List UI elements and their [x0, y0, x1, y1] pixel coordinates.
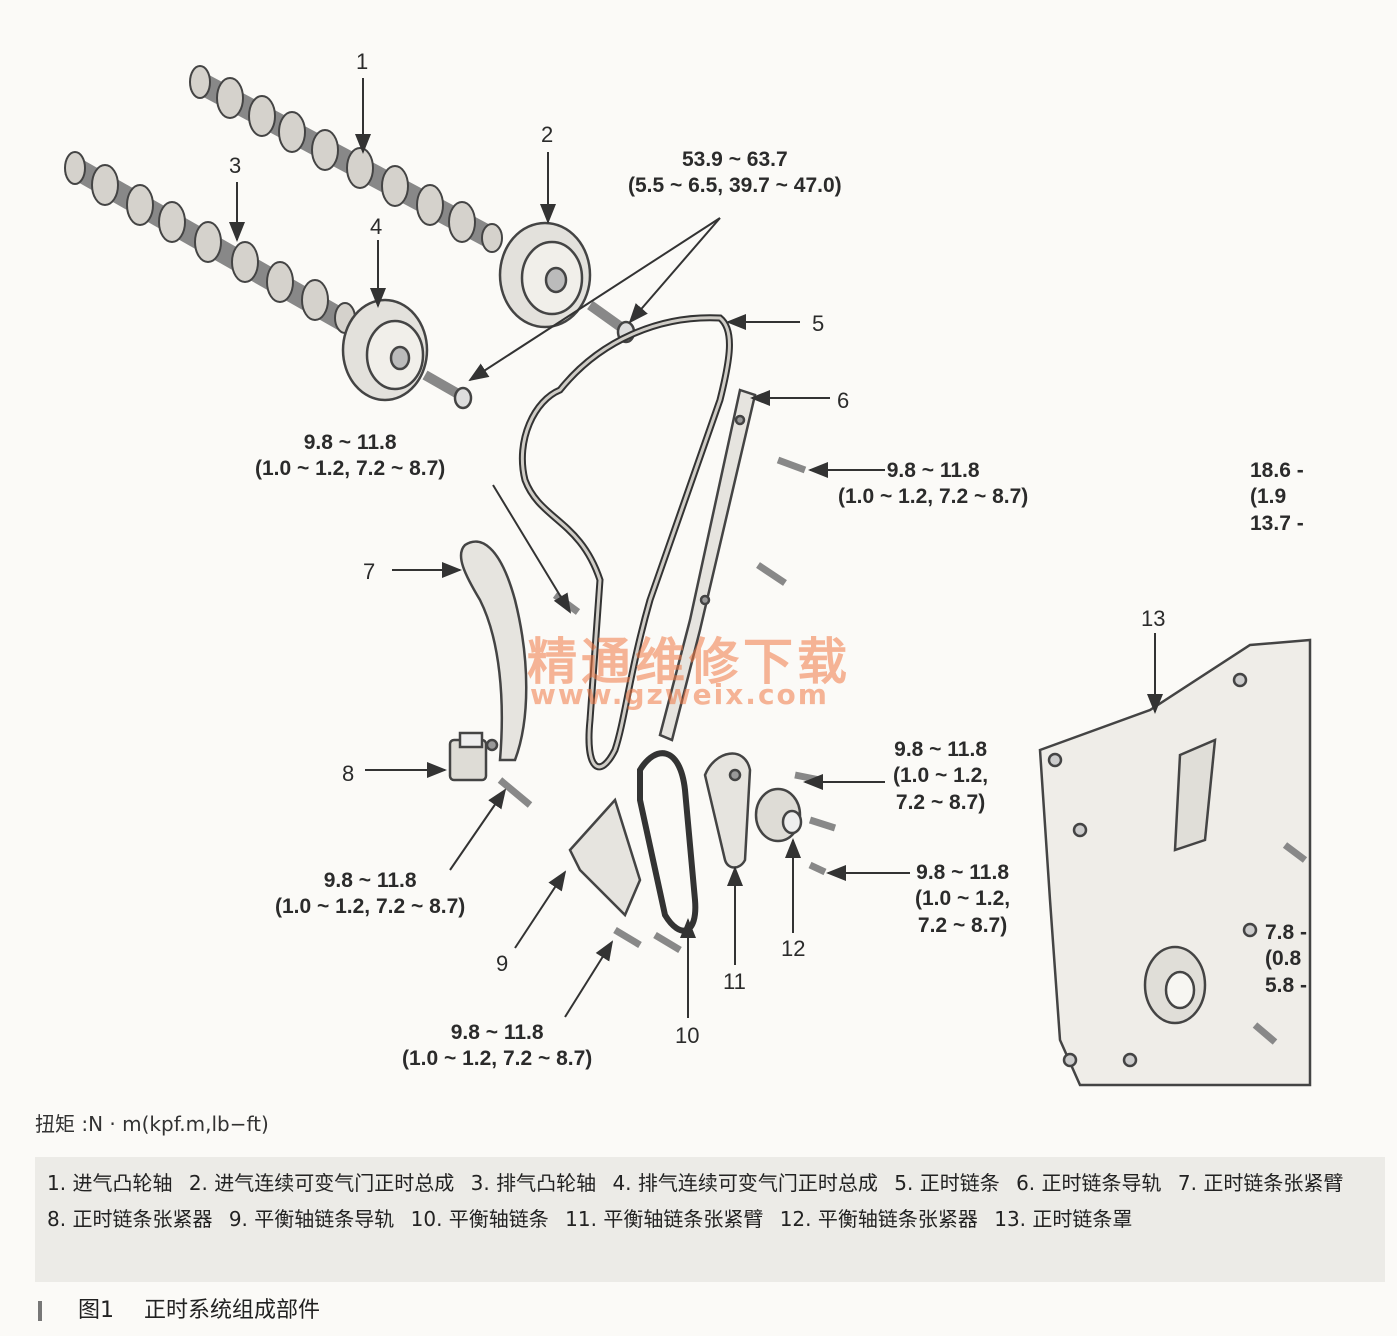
callout-12: 12: [781, 936, 806, 961]
intake-camshaft: [189, 65, 503, 253]
torque-value: 53.9 ~ 63.7: [681, 148, 788, 171]
torque-value-alt: (0.8: [1265, 947, 1302, 971]
torque-value-alt: (1.9: [1250, 485, 1287, 509]
callout-8: 8: [342, 761, 355, 786]
torque-value-alt: (1.0 ~ 1.2,: [893, 764, 989, 788]
exhaust-cvvt-assembly: [341, 298, 473, 410]
timing-chain-tensioner: [448, 731, 533, 808]
torque-value-alt2: 7.2 ~ 8.7): [917, 913, 1008, 937]
callout-4: 4: [370, 214, 383, 239]
legend-item: 12. 平衡轴链条张紧器: [779, 1207, 978, 1231]
torque-cover-top: 18.6 - (1.9 13.7 -: [1250, 458, 1304, 537]
torque-value: 9.8 ~ 11.8: [886, 459, 980, 482]
callout-9: 9: [496, 951, 509, 976]
legend-item: 10. 平衡轴链条: [410, 1207, 549, 1231]
torque-value-alt: (1.0 ~ 1.2,: [915, 887, 1011, 911]
callout-10: 10: [675, 1023, 700, 1048]
torque-value: 9.8 ~ 11.8: [916, 861, 1009, 884]
callout-3: 3: [229, 153, 242, 178]
torque-value-alt2: 7.2 ~ 8.7): [895, 790, 986, 814]
torque-value: 7.8 -: [1265, 921, 1308, 944]
intake-cvvt-assembly: [498, 221, 636, 344]
torque-cam-bolt: 53.9 ~ 63.7 (5.5 ~ 6.5, 39.7 ~ 47.0): [628, 147, 842, 200]
callout-11: 11: [723, 969, 746, 994]
timing-chain: [518, 314, 733, 771]
watermark-title: 精通维修下载: [527, 633, 851, 691]
legend-item: 1. 进气凸轮轴: [47, 1171, 173, 1195]
torque-cover-side: 7.8 - (0.8 5.8 -: [1265, 920, 1307, 999]
caption-marker: [38, 1301, 42, 1321]
legend-item: 4. 排气连续可变气门正时总成: [612, 1171, 878, 1195]
torque-value-alt: (1.0 ~ 1.2, 7.2 ~ 8.7): [255, 457, 446, 481]
legend-item: 9. 平衡轴链条导轨: [228, 1207, 395, 1231]
legend-item: 3. 排气凸轮轴: [470, 1171, 597, 1195]
balance-shaft-chain-tensioner-arm: [703, 752, 752, 869]
torque-tensioner-12: 9.8 ~ 11.8 (1.0 ~ 1.2, 7.2 ~ 8.7): [915, 860, 1010, 939]
callout-6: 6: [837, 388, 850, 413]
torque-value: 9.8 ~ 11.8: [303, 431, 397, 454]
watermark-url: www.gzweix.com: [530, 678, 829, 711]
balance-shaft-chain-tensioner: [754, 771, 837, 876]
parts-legend: 1. 进气凸轮轴 2. 进气连续可变气门正时总成 3. 排气凸轮轴 4. 排气连…: [35, 1157, 1385, 1282]
callout-13: 13: [1141, 606, 1166, 631]
legend-item: 5. 正时链条: [894, 1171, 1000, 1195]
torque-value: 9.8 ~ 11.8: [450, 1021, 544, 1044]
callout-7: 7: [363, 559, 376, 584]
legend-item: 13. 正时链条罩: [994, 1207, 1133, 1231]
legend-item: 2. 进气连续可变气门正时总成: [188, 1171, 455, 1195]
timing-chain-cover: [1038, 638, 1312, 1087]
exploded-view-drawing: [64, 65, 1312, 1087]
torque-value-alt: (1.0 ~ 1.2, 7.2 ~ 8.7): [402, 1047, 593, 1071]
legend-item: 6. 正时链条导轨: [1016, 1171, 1162, 1195]
callout-arrows: [229, 78, 1163, 1018]
torque-value: 9.8 ~ 11.8: [323, 869, 417, 892]
exhaust-camshaft: [64, 151, 366, 340]
figure-caption: 图1 正时系统组成部件: [38, 1292, 320, 1324]
torque-guide-bolt-right: 9.8 ~ 11.8 (1.0 ~ 1.2, 7.2 ~ 8.7): [838, 458, 1028, 511]
torque-unit-note: 扭矩 :N · m(kpf.m,lb−ft): [35, 1112, 269, 1136]
legend-item: 11. 平衡轴链条张紧臂: [565, 1207, 764, 1231]
torque-value-alt: (5.5 ~ 6.5, 39.7 ~ 47.0): [628, 174, 842, 198]
torque-arm-11: 9.8 ~ 11.8 (1.0 ~ 1.2, 7.2 ~ 8.7): [893, 737, 988, 816]
torque-value-alt2: 5.8 -: [1265, 973, 1308, 997]
balance-shaft-chain-guide: [568, 797, 682, 954]
callout-5: 5: [812, 311, 825, 336]
torque-value: 9.8 ~ 11.8: [894, 738, 987, 761]
torque-value-alt: (1.0 ~ 1.2, 7.2 ~ 8.7): [275, 895, 466, 919]
figure-number: 图1: [78, 1298, 114, 1323]
torque-guide-bolt-left: 9.8 ~ 11.8 (1.0 ~ 1.2, 7.2 ~ 8.7): [255, 430, 445, 483]
figure-title: 正时系统组成部件: [144, 1298, 321, 1323]
timing-system-diagram: 1 2 3 4 5 6 7 8 9 10 11 12 13 53.9 ~ 63.…: [64, 49, 1312, 1087]
torque-value-alt2: 13.7 -: [1250, 511, 1304, 535]
legend-item: 8. 正时链条张紧器: [47, 1207, 213, 1231]
torque-balance-guide-9: 9.8 ~ 11.8 (1.0 ~ 1.2, 7.2 ~ 8.7): [402, 1020, 592, 1073]
balance-shaft-chain: [637, 750, 699, 934]
torque-tensioner-8: 9.8 ~ 11.8 (1.0 ~ 1.2, 7.2 ~ 8.7): [275, 868, 465, 921]
torque-value-alt: (1.0 ~ 1.2, 7.2 ~ 8.7): [838, 485, 1029, 509]
callout-1: 1: [356, 49, 369, 74]
legend-item: 7. 正时链条张紧臂: [1177, 1171, 1344, 1195]
callout-2: 2: [541, 122, 554, 147]
torque-value: 18.6 -: [1250, 459, 1304, 482]
